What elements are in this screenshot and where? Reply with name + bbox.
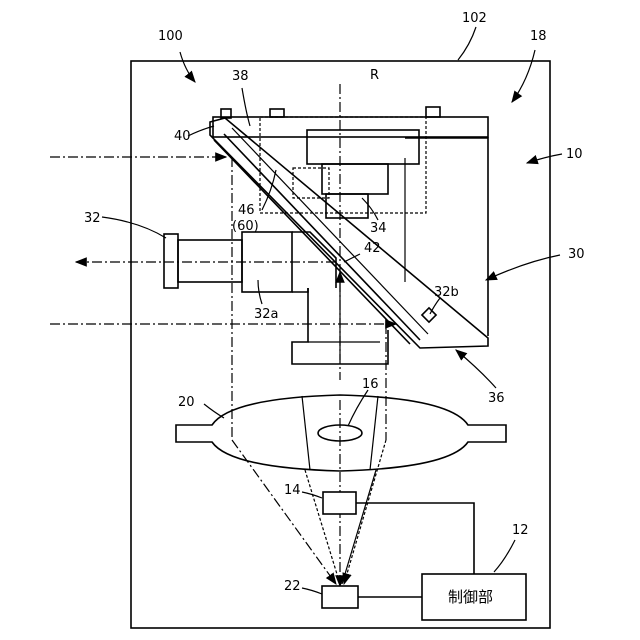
path-left-diag <box>232 440 336 584</box>
label-34: 34 <box>370 221 387 236</box>
label-16: 16 <box>362 377 379 392</box>
label-14: 14 <box>284 483 301 498</box>
label-100: 100 <box>158 29 183 44</box>
leader-30 <box>486 255 560 280</box>
label-18: 18 <box>530 29 547 44</box>
label-102: 102 <box>462 11 487 26</box>
mirror-plate-42-a <box>214 140 410 344</box>
pipe-32-flange <box>164 234 178 288</box>
leader-34 <box>362 198 378 220</box>
chamber-20-window-l <box>302 396 310 470</box>
control-unit-label: 制御部 <box>448 588 493 606</box>
wire-14-12 <box>356 503 474 574</box>
path-cone-right <box>342 470 376 584</box>
chamber-30 <box>405 138 488 336</box>
top-plate <box>213 117 488 137</box>
leader-10 <box>527 154 562 163</box>
label-32: 32 <box>84 211 101 226</box>
leader-20 <box>204 404 224 418</box>
leader-38 <box>242 88 250 126</box>
label-46: 46 <box>238 203 255 218</box>
chamber-20 <box>176 395 506 471</box>
label-42: 42 <box>364 241 381 256</box>
label-36: 36 <box>488 391 505 406</box>
leader-18 <box>512 50 535 102</box>
camera-body <box>307 130 419 164</box>
bolt-mid <box>270 109 284 117</box>
clip-32b <box>422 308 436 322</box>
leader-12 <box>494 540 515 572</box>
detector-22 <box>322 586 358 608</box>
path-cone-left <box>305 470 340 584</box>
bolt-right <box>426 107 440 117</box>
label-32a: 32a <box>254 307 279 322</box>
leader-102 <box>458 27 476 60</box>
pipe-32a-lower <box>292 288 308 292</box>
label-40: 40 <box>174 129 191 144</box>
leader-14 <box>302 492 322 498</box>
label-38: 38 <box>232 69 249 84</box>
label-20: 20 <box>178 395 195 410</box>
leader-22 <box>302 588 322 594</box>
label-60: (60) <box>232 219 259 234</box>
label-22: 22 <box>284 579 301 594</box>
label-30: 30 <box>568 247 585 262</box>
camera-lens <box>322 164 388 194</box>
sensor-14 <box>323 492 356 514</box>
chamber-20-window-r <box>370 396 378 470</box>
label-r: R <box>370 68 379 83</box>
label-12: 12 <box>512 523 529 538</box>
label-10: 10 <box>566 147 583 162</box>
leader-100 <box>180 52 195 82</box>
camera-front <box>326 194 368 218</box>
leader-32 <box>102 217 166 238</box>
leader-36 <box>456 350 496 388</box>
label-32b: 32b <box>434 285 459 300</box>
leader-32b <box>430 298 440 314</box>
